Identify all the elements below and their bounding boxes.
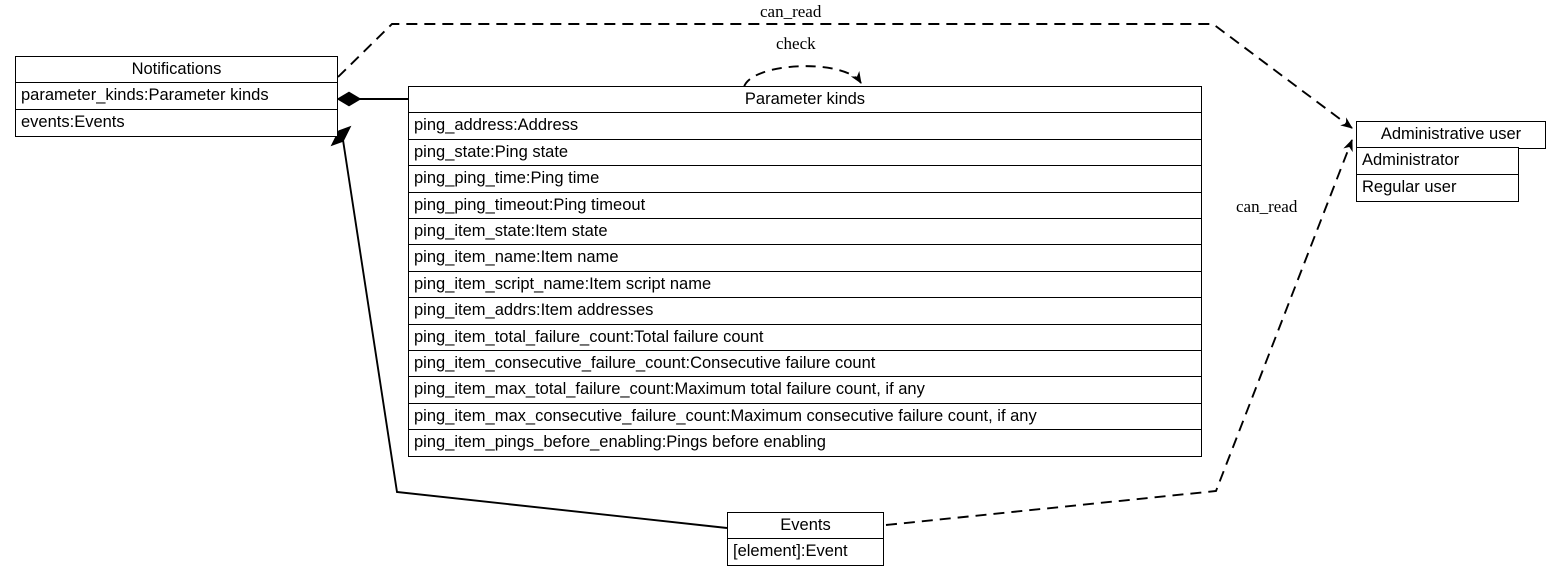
edge-label-check: check: [776, 34, 816, 53]
composition-diamond-parameter-kinds: [336, 91, 362, 107]
class-attribute-ping-address: ping_address:Address: [408, 112, 1202, 141]
class-attribute-events-element: [element]:Event: [727, 538, 884, 567]
class-attribute-ping-item-max-total-failure-count: ping_item_max_total_failure_count:Maximu…: [408, 376, 1202, 405]
edge-parameter-kinds-check-self: [743, 65, 862, 88]
class-attribute-administrator: Administrator: [1356, 147, 1519, 176]
class-box-parameter-kinds[interactable]: Parameter kinds ping_address:Address pin…: [408, 86, 1202, 458]
class-attribute-ping-item-pings-before-enabling: ping_item_pings_before_enabling:Pings be…: [408, 429, 1202, 458]
class-attribute-ping-item-state: ping_item_state:Item state: [408, 218, 1202, 247]
class-attribute-ping-ping-time: ping_ping_time:Ping time: [408, 165, 1202, 194]
class-attribute-ping-ping-timeout: ping_ping_timeout:Ping timeout: [408, 191, 1202, 220]
class-attribute-ping-item-consecutive-failure-count: ping_item_consecutive_failure_count:Cons…: [408, 350, 1202, 379]
class-attribute-regular-user: Regular user: [1356, 173, 1519, 202]
class-title-events: Events: [727, 512, 884, 540]
class-attribute-ping-state: ping_state:Ping state: [408, 138, 1202, 167]
class-attribute-ping-item-name: ping_item_name:Item name: [408, 244, 1202, 273]
edge-label-can-read-top: can_read: [760, 2, 822, 21]
class-attribute-ping-item-addrs: ping_item_addrs:Item addresses: [408, 297, 1202, 326]
class-title-notifications: Notifications: [15, 56, 338, 84]
class-box-notifications[interactable]: Notifications parameter_kinds:Parameter …: [15, 56, 338, 137]
class-attribute-ping-item-total-failure-count: ping_item_total_failure_count:Total fail…: [408, 323, 1202, 352]
class-attribute-notifications-parameter-kinds: parameter_kinds:Parameter kinds: [15, 82, 338, 111]
class-attribute-ping-item-max-consecutive-failure-count: ping_item_max_consecutive_failure_count:…: [408, 402, 1202, 431]
edge-label-can-read-right: can_read: [1236, 197, 1298, 216]
class-title-parameter-kinds: Parameter kinds: [408, 86, 1202, 114]
class-attribute-ping-item-script-name: ping_item_script_name:Item script name: [408, 270, 1202, 299]
class-attribute-notifications-events: events:Events: [15, 108, 338, 137]
class-title-administrative-user: Administrative user: [1356, 121, 1546, 149]
class-box-events[interactable]: Events [element]:Event: [727, 512, 884, 567]
